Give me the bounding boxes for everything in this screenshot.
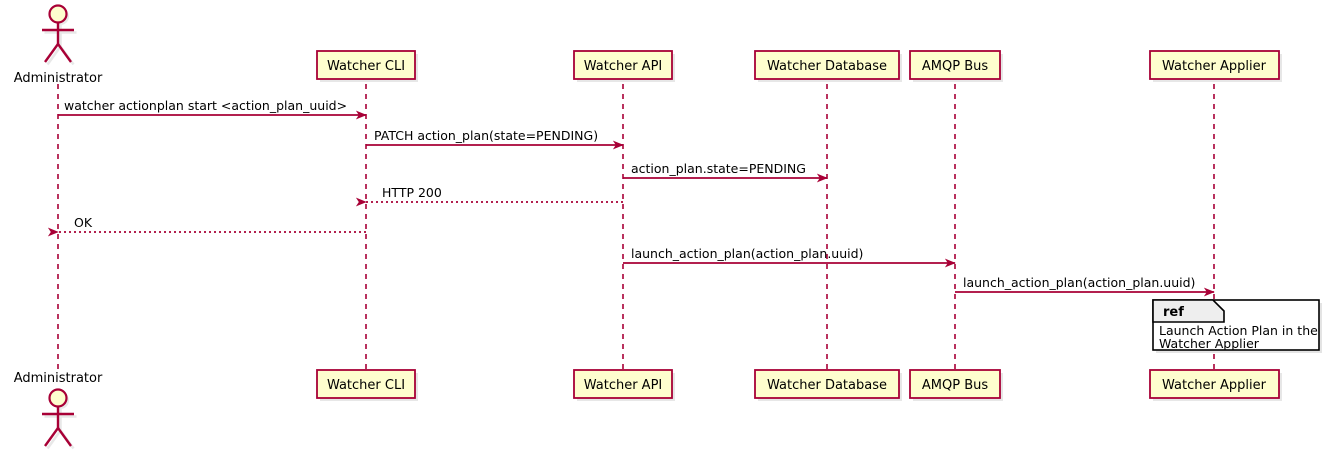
participant-watcher-applier-bottom[interactable]: Watcher Applier — [1149, 369, 1282, 401]
participant-label-watcher-api-bottom: Watcher API — [584, 378, 663, 393]
message-label-5: OK — [74, 215, 93, 230]
participant-label-watcher-database-top: Watcher Database — [767, 59, 887, 74]
message-watcher-actionplan-start[interactable]: watcher actionplan start <action_plan_uu… — [58, 98, 367, 120]
ref-fragment-tab — [1152, 299, 1225, 323]
message-label-3: action_plan.state=PENDING — [631, 161, 806, 176]
participant-watcher-cli-bottom[interactable]: Watcher CLI — [316, 369, 418, 401]
participant-label-watcher-applier-top: Watcher Applier — [1162, 59, 1267, 74]
message-patch-action-plan[interactable]: PATCH action_plan(state=PENDING) — [366, 128, 624, 150]
actor-label-administrator-bottom: Administrator — [14, 371, 103, 386]
participant-label-watcher-database-bottom: Watcher Database — [767, 378, 887, 393]
message-launch-action-plan-bus-to-applier[interactable]: launch_action_plan(action_plan.uuid) — [955, 275, 1215, 297]
participant-label-watcher-cli-top: Watcher CLI — [327, 59, 405, 74]
message-action-plan-state-pending[interactable]: action_plan.state=PENDING — [623, 161, 828, 183]
actor-administrator-top[interactable]: Administrator — [14, 4, 103, 87]
message-http-200[interactable]: HTTP 200 — [355, 185, 623, 207]
message-label-4: HTTP 200 — [382, 185, 442, 200]
participants-top-group: Watcher CLI Watcher API Watcher Database… — [316, 50, 1282, 82]
participant-watcher-applier-top[interactable]: Watcher Applier — [1149, 50, 1282, 82]
participant-watcher-api-bottom[interactable]: Watcher API — [573, 369, 675, 401]
message-label-6: launch_action_plan(action_plan.uuid) — [631, 246, 863, 261]
participant-watcher-database-top[interactable]: Watcher Database — [754, 50, 902, 82]
message-label-1: watcher actionplan start <action_plan_uu… — [64, 98, 347, 113]
participant-label-watcher-api-top: Watcher API — [584, 59, 663, 74]
ref-fragment-tab-label: ref — [1163, 305, 1184, 320]
participant-amqp-bus-bottom[interactable]: AMQP Bus — [909, 369, 1003, 401]
actor-body-icon — [42, 22, 74, 63]
message-ok[interactable]: OK — [47, 215, 366, 237]
actor-administrator-bottom[interactable]: Administrator — [14, 371, 103, 450]
message-launch-action-plan-api-to-bus[interactable]: launch_action_plan(action_plan.uuid) — [623, 246, 956, 268]
actor-body-icon-bottom — [42, 406, 74, 447]
message-label-7: launch_action_plan(action_plan.uuid) — [963, 275, 1195, 290]
ref-fragment-line-1: Launch Action Plan in the — [1159, 323, 1318, 338]
ref-fragment-line-2: Watcher Applier — [1159, 336, 1260, 351]
participants-bottom-group: Watcher CLI Watcher API Watcher Database… — [316, 369, 1282, 401]
participant-watcher-api-top[interactable]: Watcher API — [573, 50, 675, 82]
participant-watcher-cli-top[interactable]: Watcher CLI — [316, 50, 418, 82]
actor-label-administrator-top: Administrator — [14, 71, 103, 86]
participant-watcher-database-bottom[interactable]: Watcher Database — [754, 369, 902, 401]
actor-head-icon-bottom — [48, 388, 68, 408]
message-label-2: PATCH action_plan(state=PENDING) — [374, 128, 598, 143]
participant-amqp-bus-top[interactable]: AMQP Bus — [909, 50, 1003, 82]
participant-label-amqp-bus-top: AMQP Bus — [922, 59, 988, 74]
participant-label-watcher-applier-bottom: Watcher Applier — [1162, 378, 1267, 393]
participant-label-watcher-cli-bottom: Watcher CLI — [327, 378, 405, 393]
ref-fragment-launch-action-plan[interactable]: ref Launch Action Plan in the Watcher Ap… — [1152, 299, 1322, 353]
participant-label-amqp-bus-bottom: AMQP Bus — [922, 378, 988, 393]
actor-head-icon — [48, 4, 68, 24]
messages-group: watcher actionplan start <action_plan_uu… — [47, 98, 1215, 297]
